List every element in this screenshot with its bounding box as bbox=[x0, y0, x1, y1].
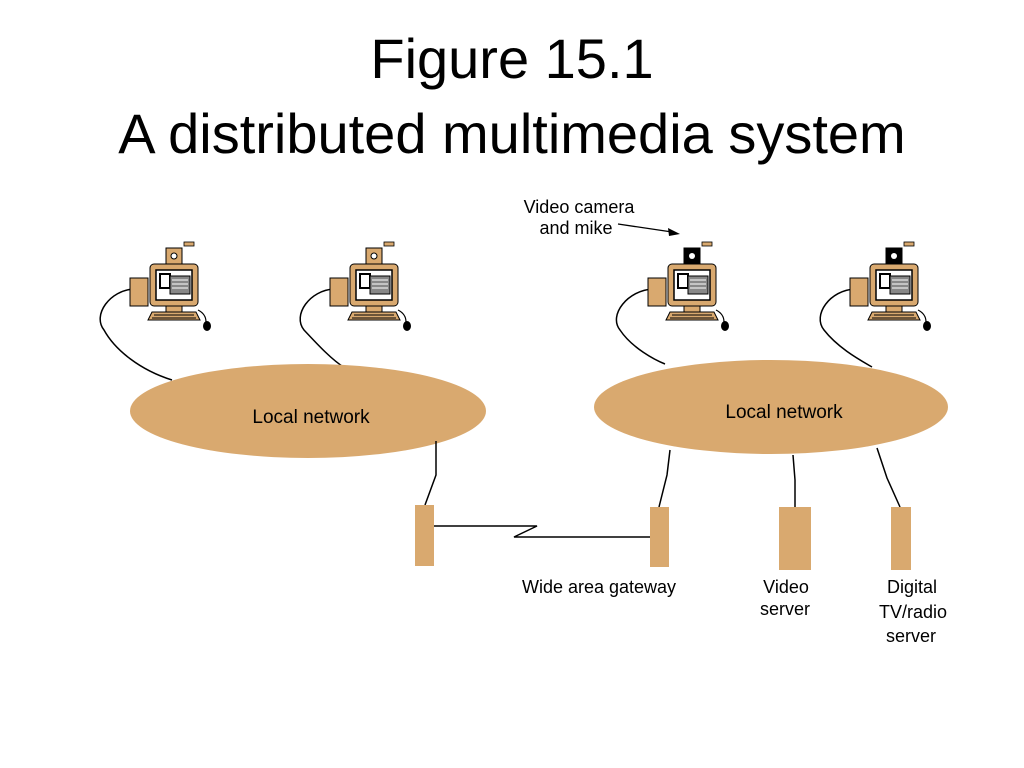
tv-radio-server bbox=[891, 507, 911, 570]
workstation-4 bbox=[849, 241, 932, 332]
server-links bbox=[424, 441, 901, 538]
link-ws4 bbox=[819, 288, 873, 368]
tv-server-label-line3: server bbox=[886, 626, 936, 646]
video-camera-icon bbox=[683, 241, 713, 265]
workstation-3 bbox=[647, 241, 730, 332]
video-camera-icon bbox=[885, 241, 915, 265]
left-gateway bbox=[415, 505, 434, 566]
workstation-2 bbox=[329, 241, 412, 332]
camera-label-line2: and mike bbox=[539, 218, 612, 238]
video-server-label-line2: server bbox=[760, 599, 810, 619]
gateway-label: Wide area gateway bbox=[522, 577, 676, 597]
figure-number: Figure 15.1 bbox=[370, 27, 654, 90]
figure-title: A distributed multimedia system bbox=[118, 102, 906, 165]
local-network-left-label: Local network bbox=[252, 407, 370, 428]
workstation-1 bbox=[129, 241, 212, 332]
tv-server-label-line1: Digital bbox=[887, 577, 937, 597]
link-ws3 bbox=[615, 288, 666, 365]
right-gateway bbox=[650, 507, 669, 567]
camera-label-line1: Video camera bbox=[524, 197, 636, 217]
wide-area-link bbox=[434, 525, 650, 538]
local-network-right-label: Local network bbox=[725, 402, 843, 423]
video-camera-icon bbox=[365, 241, 395, 265]
video-camera-icon bbox=[165, 241, 195, 265]
link-ws1 bbox=[99, 288, 173, 381]
local-network-left: Local network bbox=[130, 364, 486, 458]
link-right-gateway bbox=[658, 449, 671, 508]
link-video-server bbox=[792, 454, 796, 507]
video-server bbox=[779, 507, 811, 570]
link-ws2 bbox=[299, 288, 346, 369]
camera-annotation: Video camera and mike bbox=[524, 197, 680, 238]
link-tv-server bbox=[876, 447, 901, 508]
workstation-links bbox=[99, 288, 873, 381]
local-network-right: Local network bbox=[594, 360, 948, 454]
link-left-gateway bbox=[424, 441, 437, 506]
tv-server-label-line2: TV/radio bbox=[879, 602, 947, 622]
video-server-label-line1: Video bbox=[763, 577, 809, 597]
